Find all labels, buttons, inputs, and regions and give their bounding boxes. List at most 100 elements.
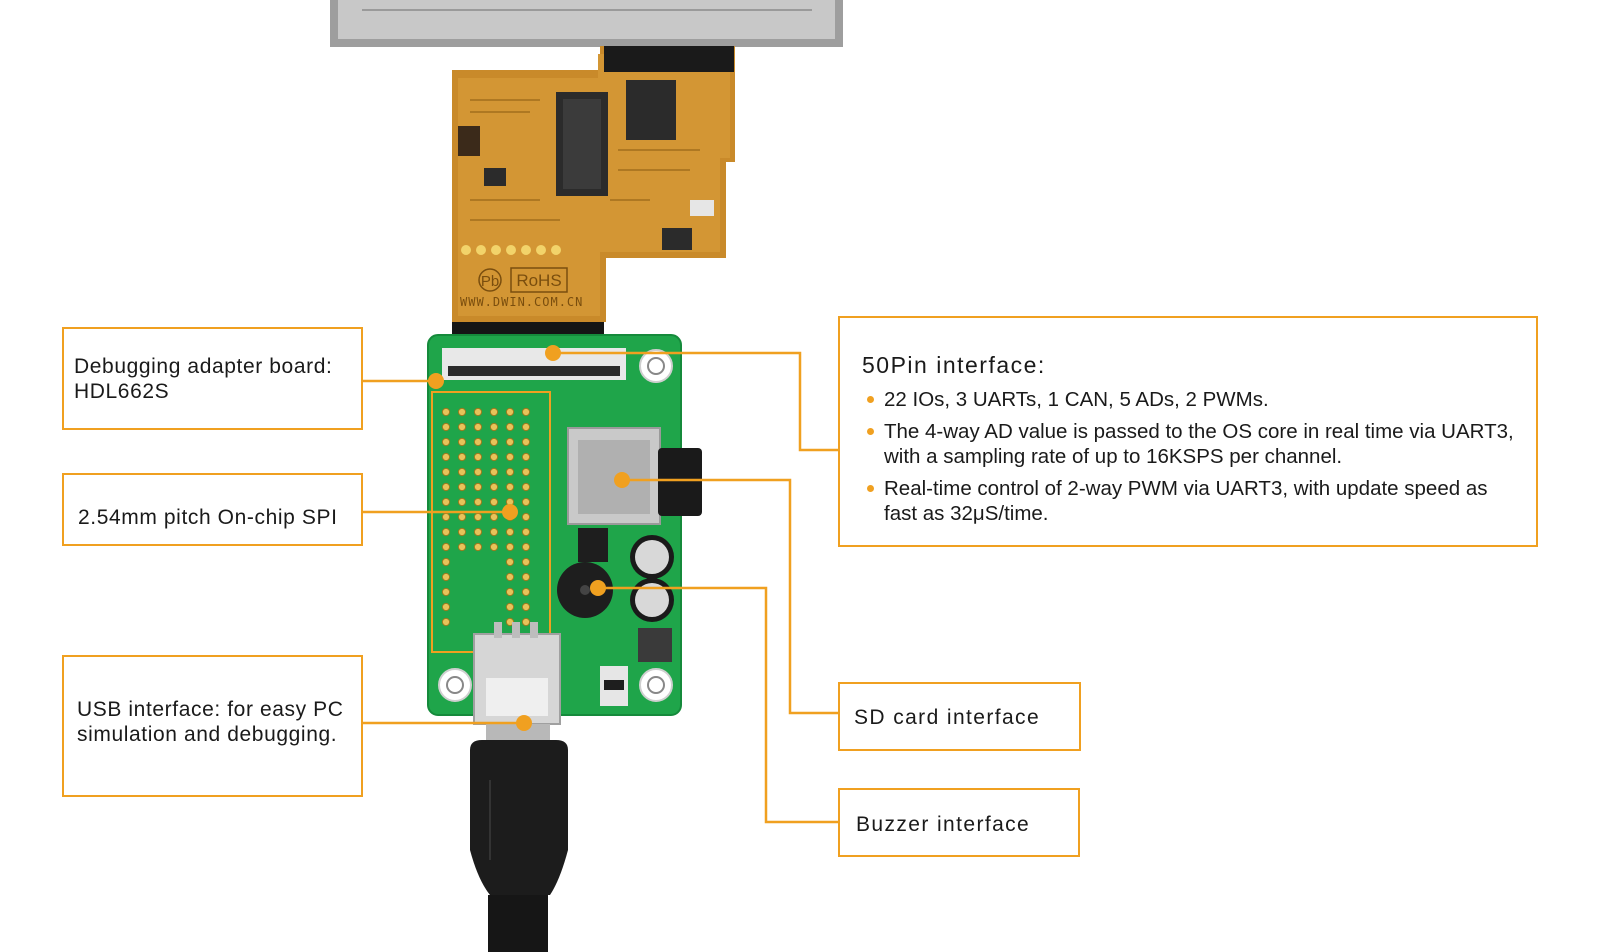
header-pin xyxy=(505,452,515,462)
header-pin xyxy=(489,497,499,507)
header-pin xyxy=(521,617,531,627)
header-pin xyxy=(457,452,467,462)
callout-buzzer: Buzzer interface xyxy=(838,788,1080,857)
header-pin xyxy=(521,557,531,567)
header-pin xyxy=(521,482,531,492)
header-pin xyxy=(441,587,451,597)
header-pin xyxy=(457,497,467,507)
header-pin xyxy=(489,527,499,537)
header-pin xyxy=(473,482,483,492)
header-pin xyxy=(489,422,499,432)
header-pin xyxy=(473,437,483,447)
rohs-mark: RoHS xyxy=(516,271,561,290)
pin50-bullets: 22 IOs, 3 UARTs, 1 CAN, 5 ADs, 2 PWMs. T… xyxy=(862,387,1516,526)
callout-lines xyxy=(362,351,838,824)
header-pin xyxy=(441,467,451,477)
usb-port xyxy=(473,622,561,725)
header-pin xyxy=(473,452,483,462)
display-panel xyxy=(330,0,843,47)
callout-dots xyxy=(428,345,630,731)
header-pin xyxy=(441,407,451,417)
secondary-chip xyxy=(626,80,676,140)
header-pin xyxy=(457,407,467,417)
header-pin xyxy=(489,467,499,477)
sd-card-slot xyxy=(567,427,702,525)
spi-text: 2.54mm pitch On-chip SPI xyxy=(78,506,338,529)
header-pin xyxy=(457,437,467,447)
header-pin xyxy=(457,467,467,477)
callout-50pin: 50Pin interface: 22 IOs, 3 UARTs, 1 CAN,… xyxy=(838,316,1538,547)
header-pin xyxy=(457,542,467,552)
header-pin xyxy=(473,407,483,417)
header-pin xyxy=(441,602,451,612)
adapter-board xyxy=(427,334,702,725)
fpc-board: Pb RoHS WWW.DWIN.COM.CN xyxy=(452,46,735,350)
header-pin xyxy=(457,527,467,537)
header-pin xyxy=(521,527,531,537)
callout-usb: USB interface: for easy PC simulation an… xyxy=(62,655,363,797)
header-pin xyxy=(473,497,483,507)
header-pin xyxy=(473,512,483,522)
header-pin xyxy=(505,542,515,552)
header-pin xyxy=(505,587,515,597)
header-pin xyxy=(441,542,451,552)
header-pin xyxy=(505,572,515,582)
header-pin xyxy=(489,452,499,462)
header-pin xyxy=(521,467,531,477)
header-pin xyxy=(473,422,483,432)
header-pin xyxy=(521,407,531,417)
buzzer-text: Buzzer interface xyxy=(856,813,1031,836)
header-pin xyxy=(521,512,531,522)
header-pin xyxy=(505,557,515,567)
sd-text: SD card interface xyxy=(854,706,1041,729)
header-pin xyxy=(473,527,483,537)
header-pin xyxy=(441,482,451,492)
header-pin xyxy=(489,437,499,447)
pb-mark: Pb xyxy=(481,273,499,290)
header-pin xyxy=(441,617,451,627)
inductor xyxy=(458,126,480,156)
test-pads xyxy=(461,245,561,255)
callout-debug-board: Debugging adapter board: HDL662S xyxy=(62,327,363,430)
header-pin xyxy=(457,422,467,432)
callout-sd-card: SD card interface xyxy=(838,682,1081,751)
header-pin xyxy=(521,572,531,582)
header-pin xyxy=(441,557,451,567)
header-pin xyxy=(505,527,515,537)
header-pin xyxy=(441,527,451,537)
pb-free-icon xyxy=(478,268,502,292)
mounting-holes xyxy=(438,349,673,702)
header-pin xyxy=(441,437,451,447)
header-pin xyxy=(521,497,531,507)
header-pin xyxy=(521,587,531,597)
header-pin xyxy=(489,542,499,552)
header-pin xyxy=(441,497,451,507)
usb-line1: USB interface: for easy PC xyxy=(77,698,344,721)
header-pin xyxy=(505,422,515,432)
header-pin xyxy=(489,407,499,417)
pin50-title: 50Pin interface: xyxy=(862,352,1046,378)
header-pin xyxy=(505,407,515,417)
header-pin xyxy=(521,542,531,552)
header-pin xyxy=(473,542,483,552)
usb-cable xyxy=(470,724,568,952)
pin50-bullet: Real-time control of 2-way PWM via UART3… xyxy=(862,476,1516,526)
header-pin xyxy=(473,467,483,477)
header-pin xyxy=(441,452,451,462)
header-pin xyxy=(457,512,467,522)
debug-board-line2: HDL662S xyxy=(74,380,170,403)
pin50-bullet: 22 IOs, 3 UARTs, 1 CAN, 5 ADs, 2 PWMs. xyxy=(862,387,1516,412)
header-pin xyxy=(441,512,451,522)
pin50-bullet: The 4-way AD value is passed to the OS c… xyxy=(862,419,1516,469)
header-pin xyxy=(521,437,531,447)
header-pin xyxy=(521,452,531,462)
header-pin xyxy=(505,467,515,477)
header-pin xyxy=(441,572,451,582)
header-pin xyxy=(521,422,531,432)
fpc-label-sticker xyxy=(604,46,734,72)
header-pin xyxy=(457,482,467,492)
header-pin xyxy=(441,422,451,432)
callout-spi: 2.54mm pitch On-chip SPI xyxy=(62,473,363,546)
header-pins xyxy=(441,407,531,627)
